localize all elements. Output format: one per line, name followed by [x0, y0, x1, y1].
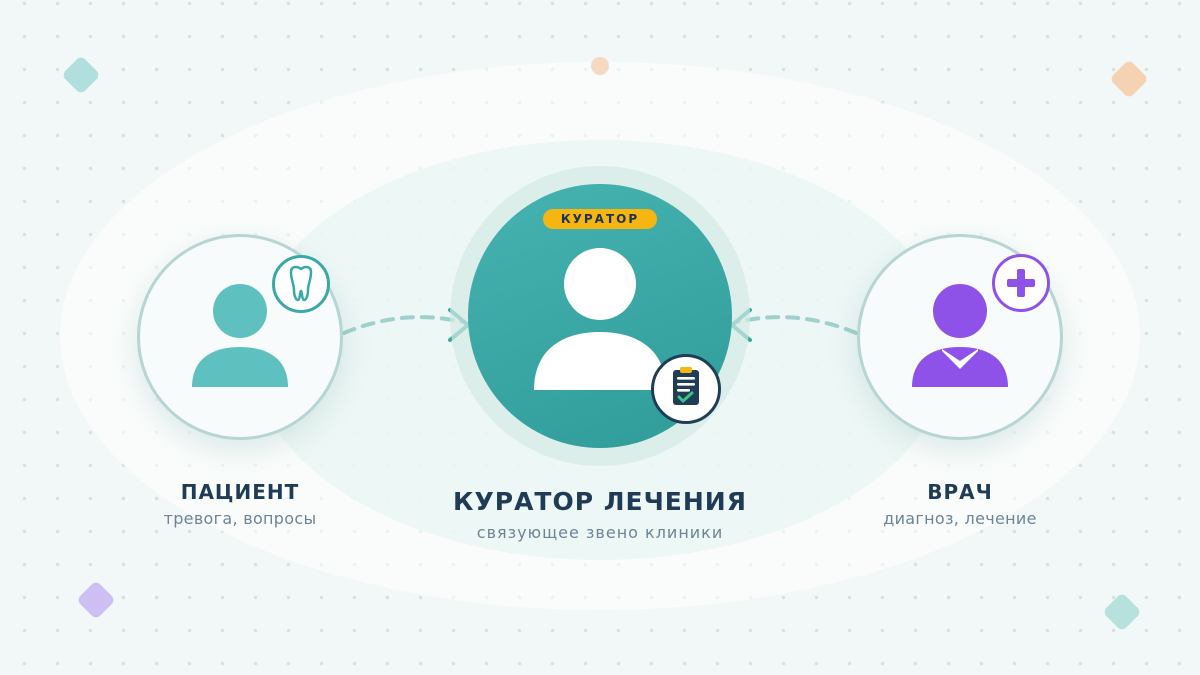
- plus-badge: [992, 254, 1050, 312]
- tooth-badge: [272, 255, 330, 313]
- clipboard-check-icon: [673, 367, 699, 405]
- clipboard-badge: [651, 354, 721, 424]
- doctor-title: ВРАЧ: [927, 480, 993, 504]
- curator-title: КУРАТОР ЛЕЧЕНИЯ: [453, 487, 747, 516]
- connector-patient-to-curator: [342, 315, 464, 335]
- medical-plus-icon: [1007, 269, 1035, 297]
- connector-doctor-to-curator: [736, 315, 858, 335]
- doctor-subtitle: диагноз, лечение: [883, 509, 1037, 528]
- patient-avatar-icon: [192, 284, 288, 387]
- doctor-node: [857, 234, 1063, 440]
- doctor-avatar-icon: [912, 284, 1008, 387]
- curator-avatar-icon: [534, 248, 666, 390]
- curator-tag: КУРАТОР: [543, 209, 657, 229]
- tooth-icon: [289, 265, 313, 302]
- patient-title: ПАЦИЕНТ: [180, 480, 300, 504]
- curator-subtitle: связующее звено клиники: [476, 523, 724, 542]
- patient-subtitle: тревога, вопросы: [163, 509, 317, 528]
- decor-dot-top: [591, 57, 609, 75]
